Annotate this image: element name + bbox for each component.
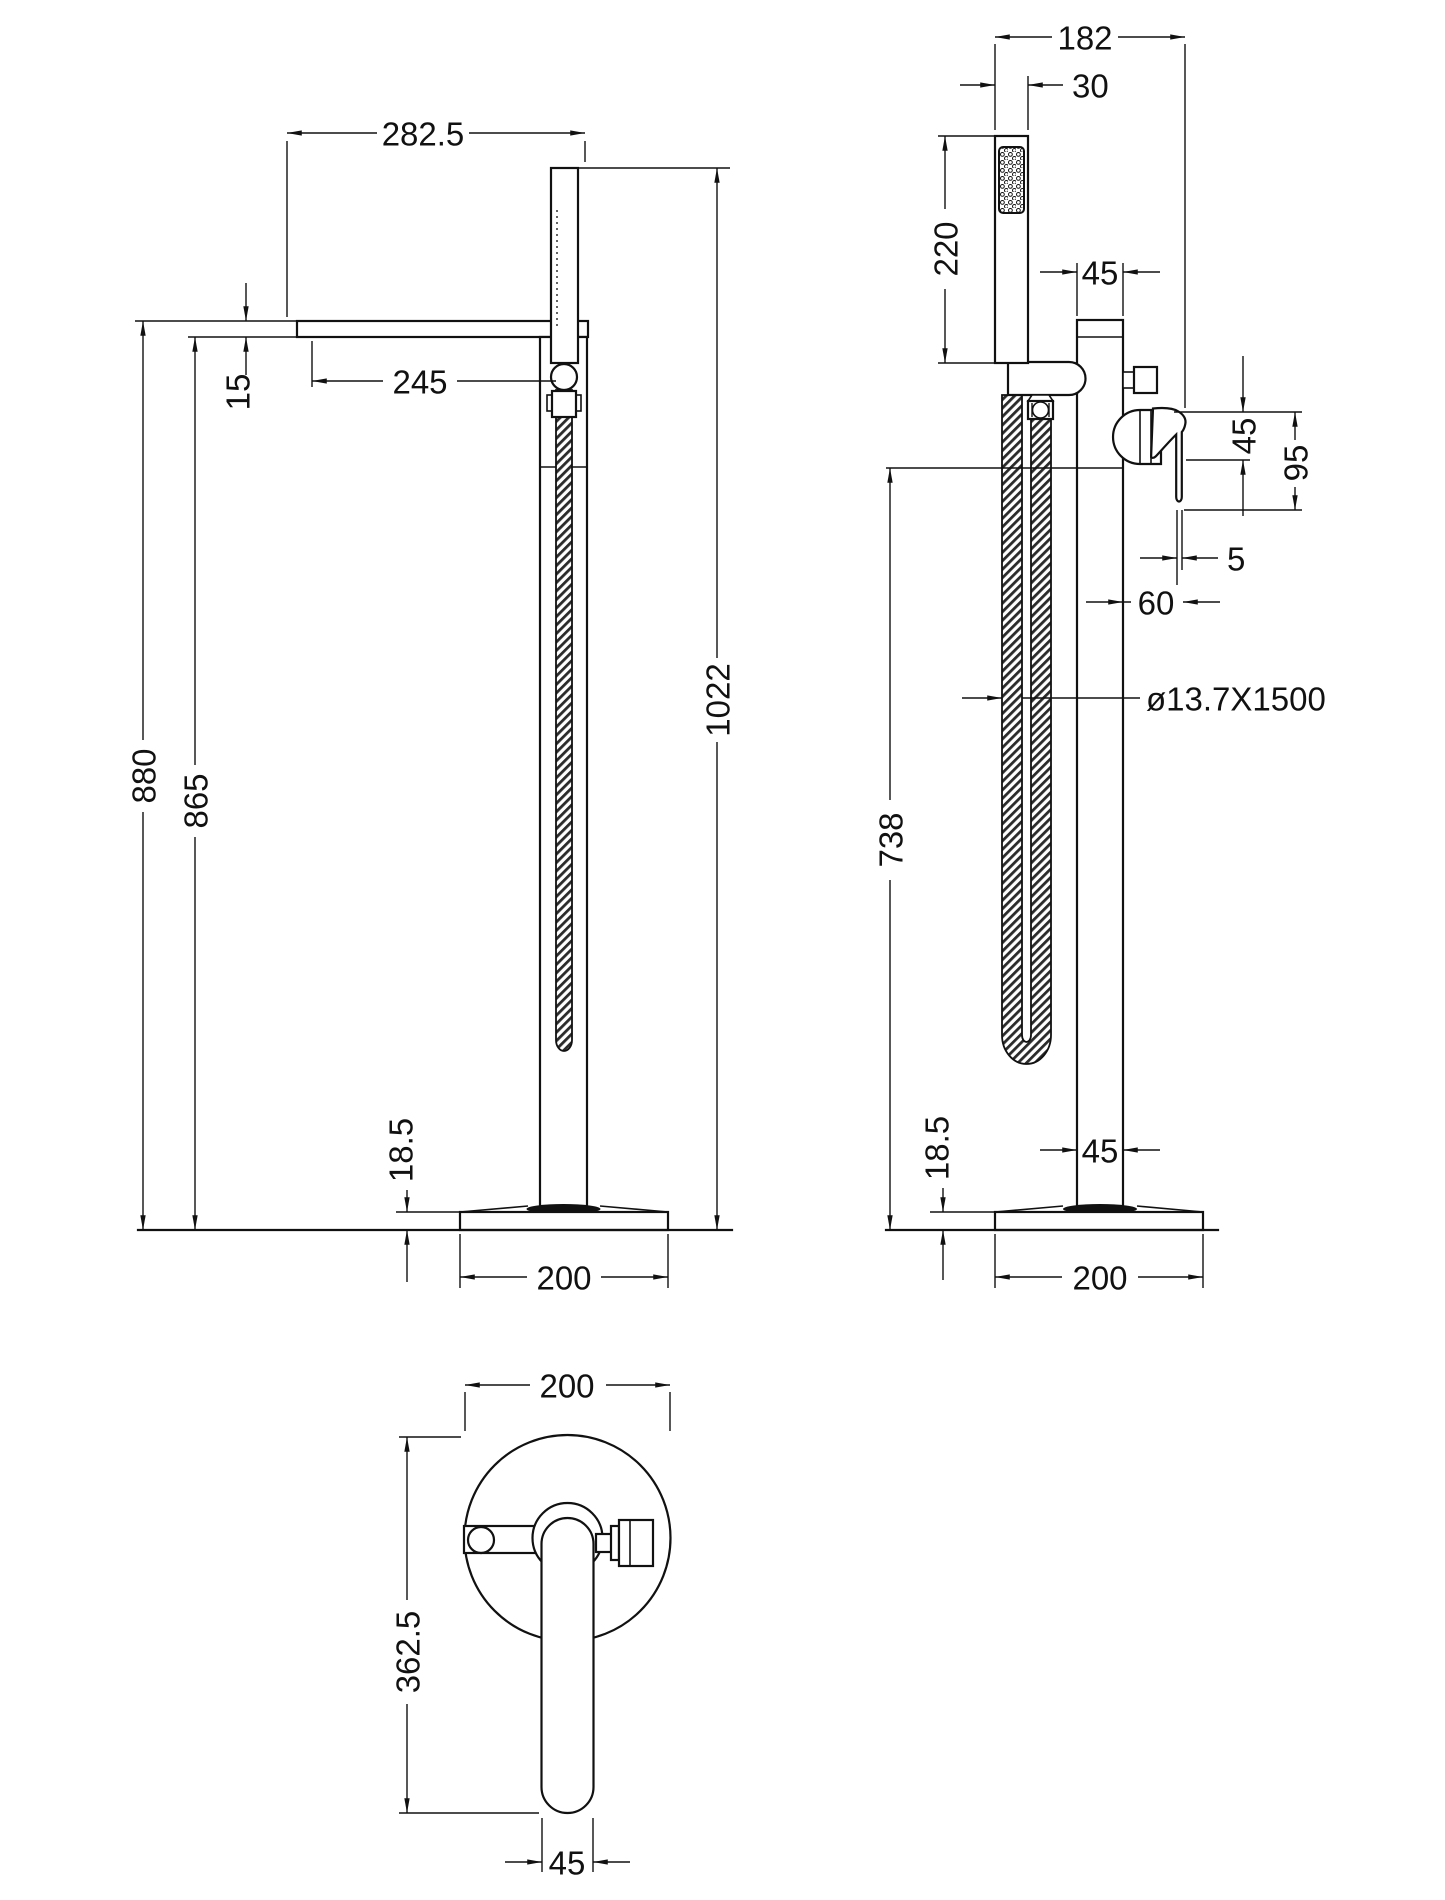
dim-side-base-height: 18.5	[383, 1110, 460, 1282]
spout-aerator	[466, 1525, 496, 1555]
dim-front-45-top-label: 45	[1082, 255, 1119, 292]
handset-side	[549, 166, 580, 365]
handset-holder-plan	[617, 1518, 655, 1568]
dim-side-spout-thickness: 15	[220, 283, 257, 410]
dim-front-lever-tip: 5	[1140, 510, 1245, 608]
base-plate-side	[458, 1210, 670, 1232]
dim-plan-45-label: 45	[549, 1845, 586, 1882]
dim-front-95-label: 95	[1278, 445, 1315, 482]
dim-front-lever-offset: 60	[1086, 585, 1220, 622]
dim-front-60-label: 60	[1138, 585, 1175, 622]
dim-front-handset-to-lever: 182	[994, 20, 1186, 408]
dim-side-spout-thickness-label: 15	[220, 374, 257, 411]
diverter-knob	[1132, 365, 1159, 395]
dim-plan-lever-width: 45	[505, 1818, 630, 1882]
dim-front-hose-spec: ø13.7X1500	[962, 681, 1326, 718]
dim-front-18-5-label: 18.5	[919, 1116, 956, 1180]
handset-holder	[1006, 360, 1087, 397]
lever-handle-front	[1149, 406, 1187, 503]
dim-front-738-label: 738	[873, 812, 910, 867]
front-view: 182 30 220 45	[873, 20, 1326, 1297]
dim-side-spout-to-handset-label: 245	[392, 364, 447, 401]
dim-front-220-label: 220	[928, 221, 965, 276]
handset-spray-face	[998, 146, 1025, 214]
riser-column-front	[1075, 318, 1125, 1208]
dim-side-base-height-label: 18.5	[383, 1118, 420, 1182]
shower-hose-front	[1001, 394, 1052, 1065]
dim-front-5-label: 5	[1227, 541, 1245, 578]
dim-front-182-label: 182	[1057, 20, 1112, 57]
dim-plan-200-label: 200	[539, 1368, 594, 1405]
dim-front-45-lower-label: 45	[1082, 1133, 1119, 1170]
dim-side-height-865: 865	[178, 336, 297, 1230]
dim-front-handset-length: 220	[928, 135, 999, 364]
dim-front-200-label: 200	[1072, 1260, 1127, 1297]
dim-front-column-width: 45	[1040, 255, 1160, 316]
dim-plan-depth: 362.5	[390, 1436, 539, 1814]
dim-side-overall-height-label: 1022	[700, 663, 737, 736]
dim-front-base-width: 200	[994, 1234, 1204, 1297]
base-plate-front	[993, 1210, 1205, 1232]
dim-side-base-width: 200	[459, 1234, 669, 1297]
hose-spec-label: ø13.7X1500	[1146, 681, 1326, 718]
dim-side-base-width-label: 200	[536, 1260, 591, 1297]
dim-side-reach-label: 282.5	[382, 116, 465, 153]
dim-front-base-height: 18.5	[919, 1108, 995, 1280]
dim-side-overall-height: 1022	[578, 167, 737, 1230]
dim-plan-362-5-label: 362.5	[390, 1611, 427, 1694]
dim-side-height-880-label: 880	[126, 748, 163, 803]
dim-front-column-width-lower: 45	[1040, 1133, 1160, 1170]
dim-front-handset-width: 30	[960, 68, 1109, 130]
dim-side-spout-to-handset: 245	[311, 341, 556, 401]
dim-front-lever-depth: 45	[1174, 356, 1302, 516]
lever-handle-plan	[540, 1516, 595, 1815]
shower-hose-side	[555, 389, 573, 1052]
plan-view: 200 362.5 45	[390, 1368, 672, 1882]
dim-side-height-880: 880	[126, 320, 297, 1230]
dim-front-lever-height: 95	[1184, 412, 1315, 511]
dim-side-height-865-label: 865	[178, 773, 215, 828]
valve-body	[1111, 408, 1163, 466]
hose-nut-side	[549, 362, 579, 392]
dim-plan-base-width: 200	[464, 1368, 671, 1431]
dim-front-30-label: 30	[1072, 68, 1109, 105]
dim-front-738: 738	[873, 467, 1077, 1230]
dim-side-reach: 282.5	[286, 116, 586, 317]
dim-front-45-lever-label: 45	[1226, 418, 1263, 455]
side-view: 282.5 15 245 880	[126, 116, 737, 1297]
hose-ferrule-side	[550, 389, 578, 419]
spout-side	[295, 319, 590, 339]
